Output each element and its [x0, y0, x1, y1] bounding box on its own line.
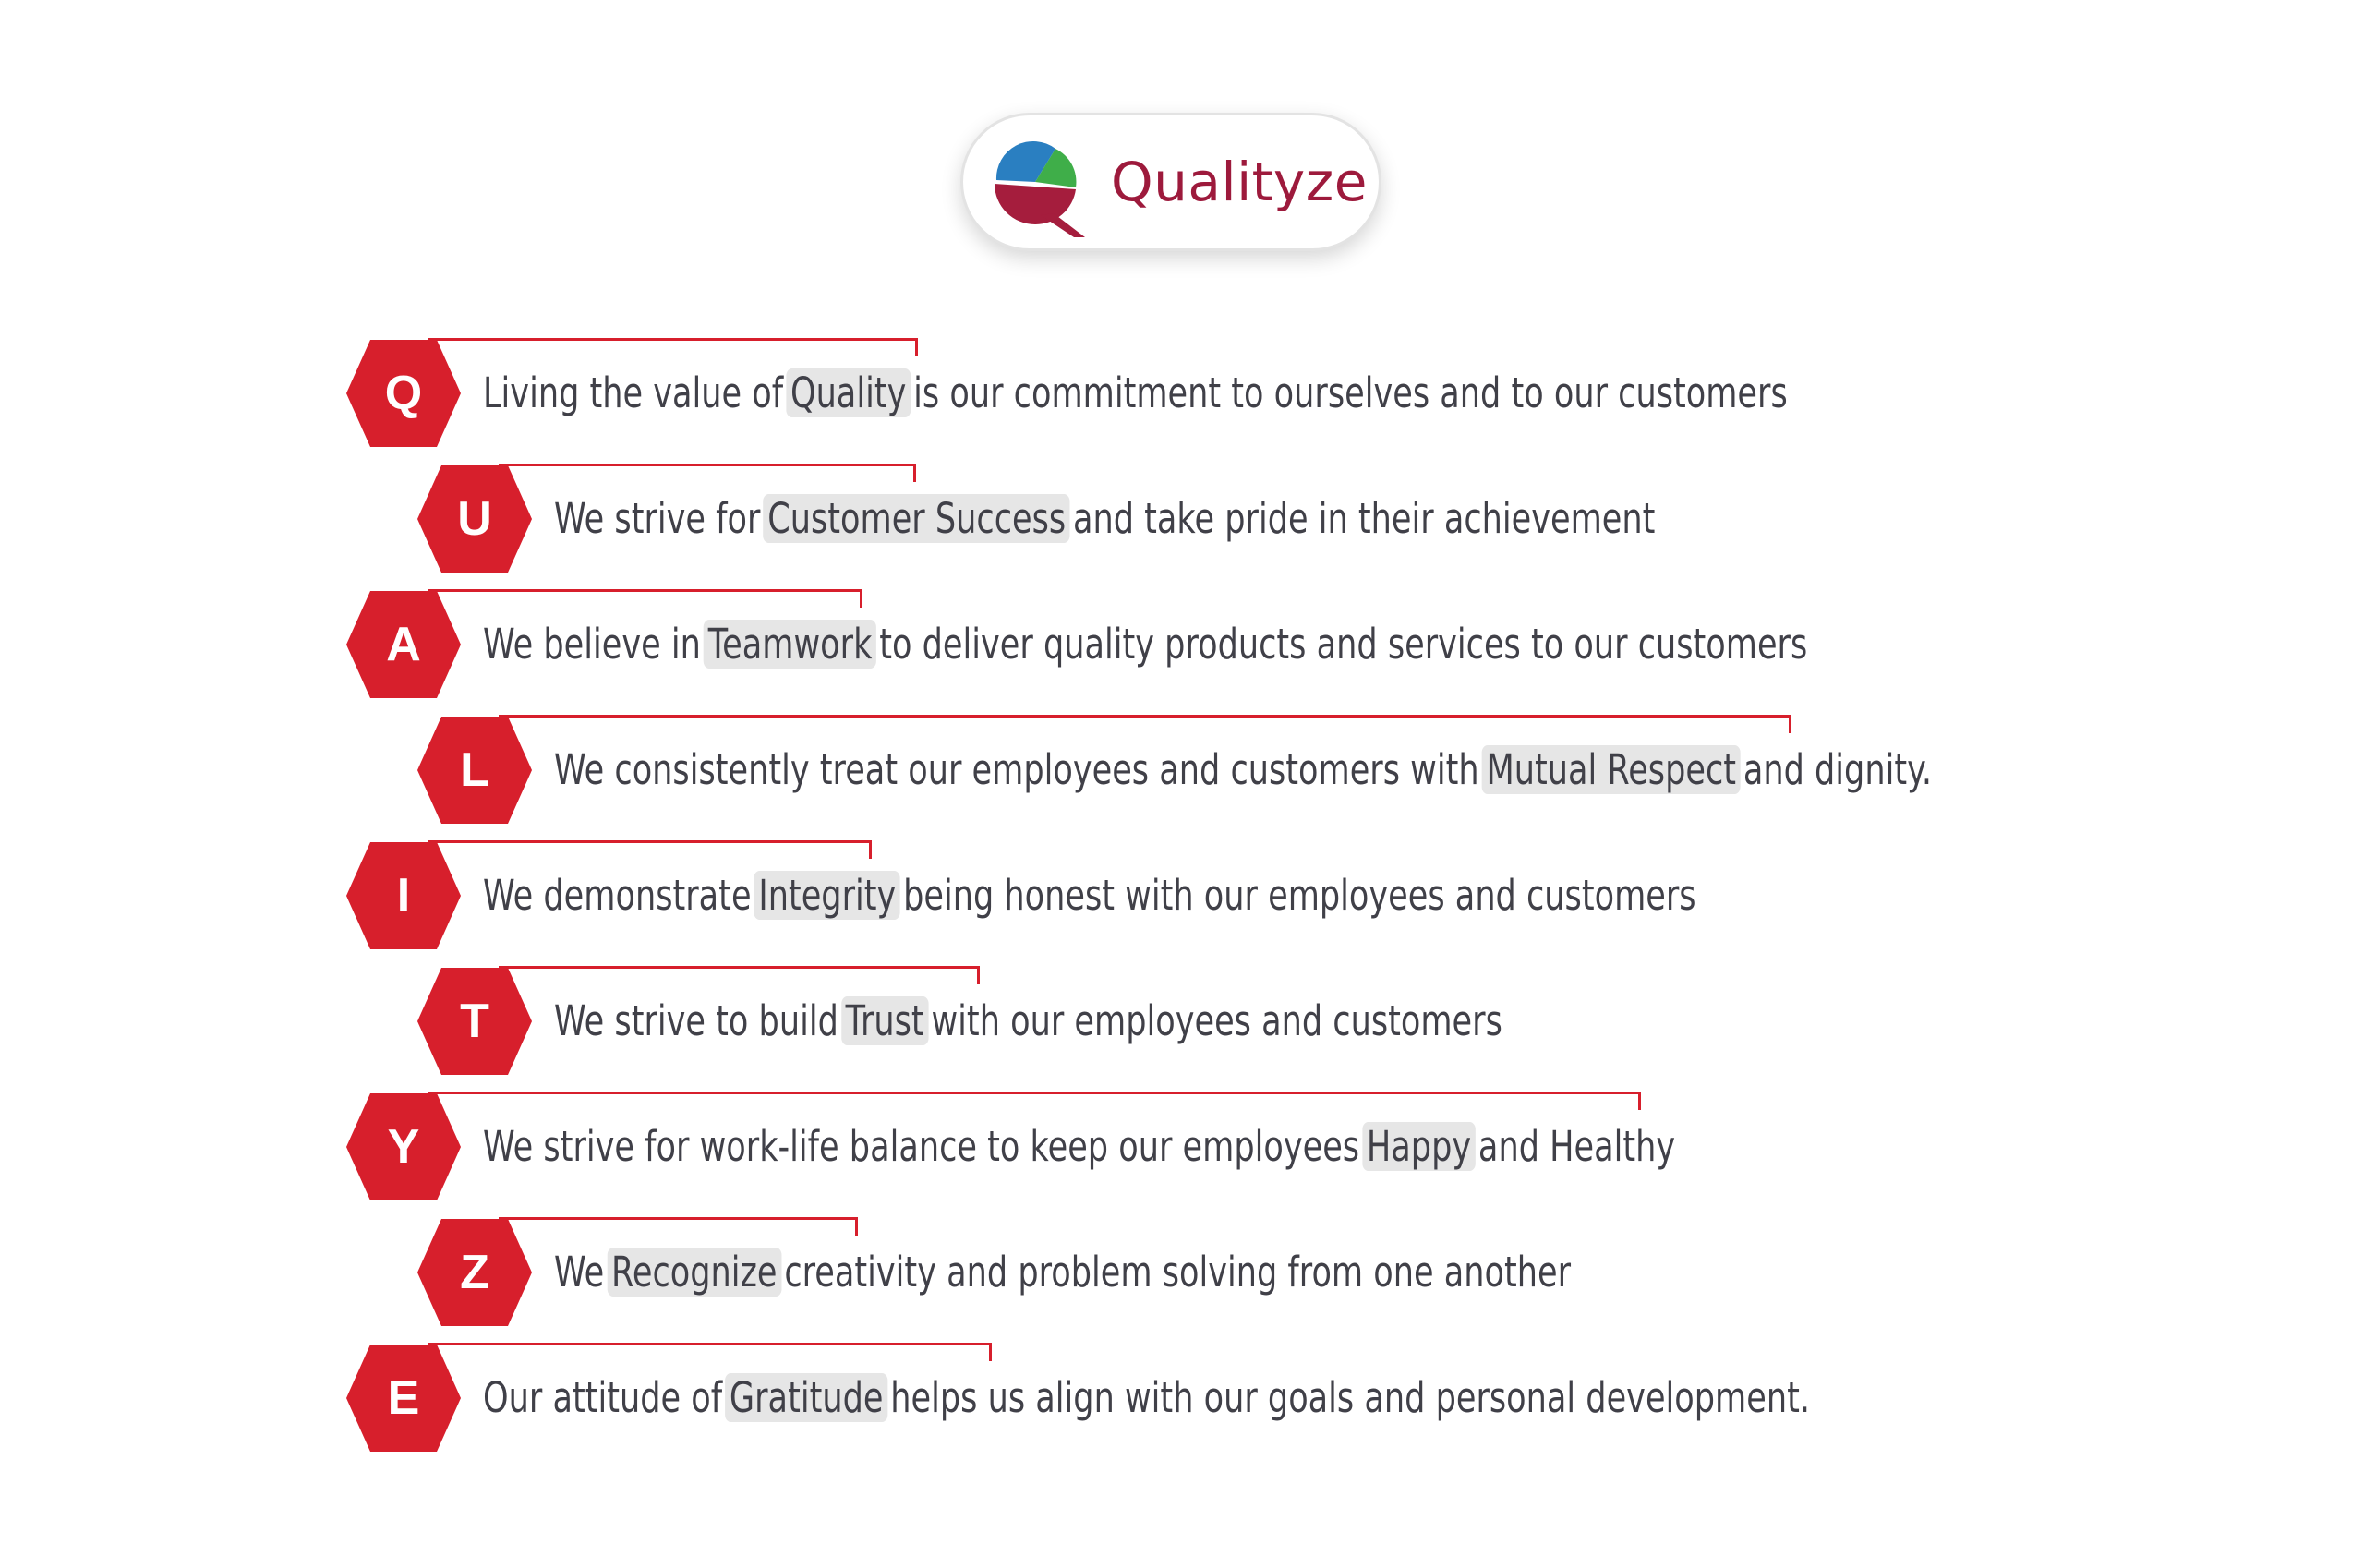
badge-letter: A — [386, 618, 421, 671]
brand-name: Qualityze — [1111, 151, 1368, 213]
keyword-highlight: Happy — [1362, 1122, 1476, 1171]
value-statement: We consistently treat our employees and … — [554, 745, 1933, 794]
letter-badge: Q — [344, 338, 463, 449]
badge-letter: E — [387, 1371, 420, 1425]
bracket-line — [499, 464, 916, 482]
keyword-highlight: Integrity — [754, 871, 900, 920]
keyword-highlight: Quality — [786, 368, 911, 417]
badge-letter: T — [460, 995, 489, 1048]
badge-letter: U — [457, 492, 492, 546]
letter-badge: T — [416, 966, 534, 1077]
bracket-line — [499, 715, 1791, 733]
keyword-highlight: Gratitude — [725, 1373, 888, 1422]
letter-badge: A — [344, 589, 463, 700]
keyword-highlight: Teamwork — [704, 620, 877, 669]
badge-letter: I — [396, 869, 411, 923]
badge-letter: Q — [384, 367, 423, 420]
badge-letter: L — [460, 743, 489, 797]
bracket-line — [499, 966, 980, 984]
keyword-highlight: Recognize — [607, 1248, 782, 1297]
keyword-highlight: Trust — [840, 996, 929, 1045]
value-statement: We strive for work-life balance to keep … — [483, 1122, 1676, 1171]
badge-letter: Z — [460, 1246, 489, 1299]
letter-badge: U — [416, 464, 534, 574]
badge-letter: Y — [387, 1120, 420, 1174]
bracket-line — [428, 589, 862, 608]
letter-badge: Z — [416, 1217, 534, 1328]
bracket-line — [428, 1092, 1641, 1110]
bracket-line — [499, 1217, 858, 1236]
bracket-line — [428, 840, 872, 859]
letter-badge: I — [344, 840, 463, 951]
bracket-line — [428, 338, 918, 356]
keyword-highlight: Customer Success — [763, 494, 1070, 543]
letter-badge: E — [344, 1343, 463, 1453]
letter-badge: Y — [344, 1092, 463, 1202]
letter-badge: L — [416, 715, 534, 826]
keyword-highlight: Mutual Respect — [1481, 745, 1741, 794]
bracket-line — [428, 1343, 992, 1361]
brand-logo-pill: Qualityze — [960, 113, 1381, 251]
qualityze-logo-icon — [995, 140, 1085, 237]
